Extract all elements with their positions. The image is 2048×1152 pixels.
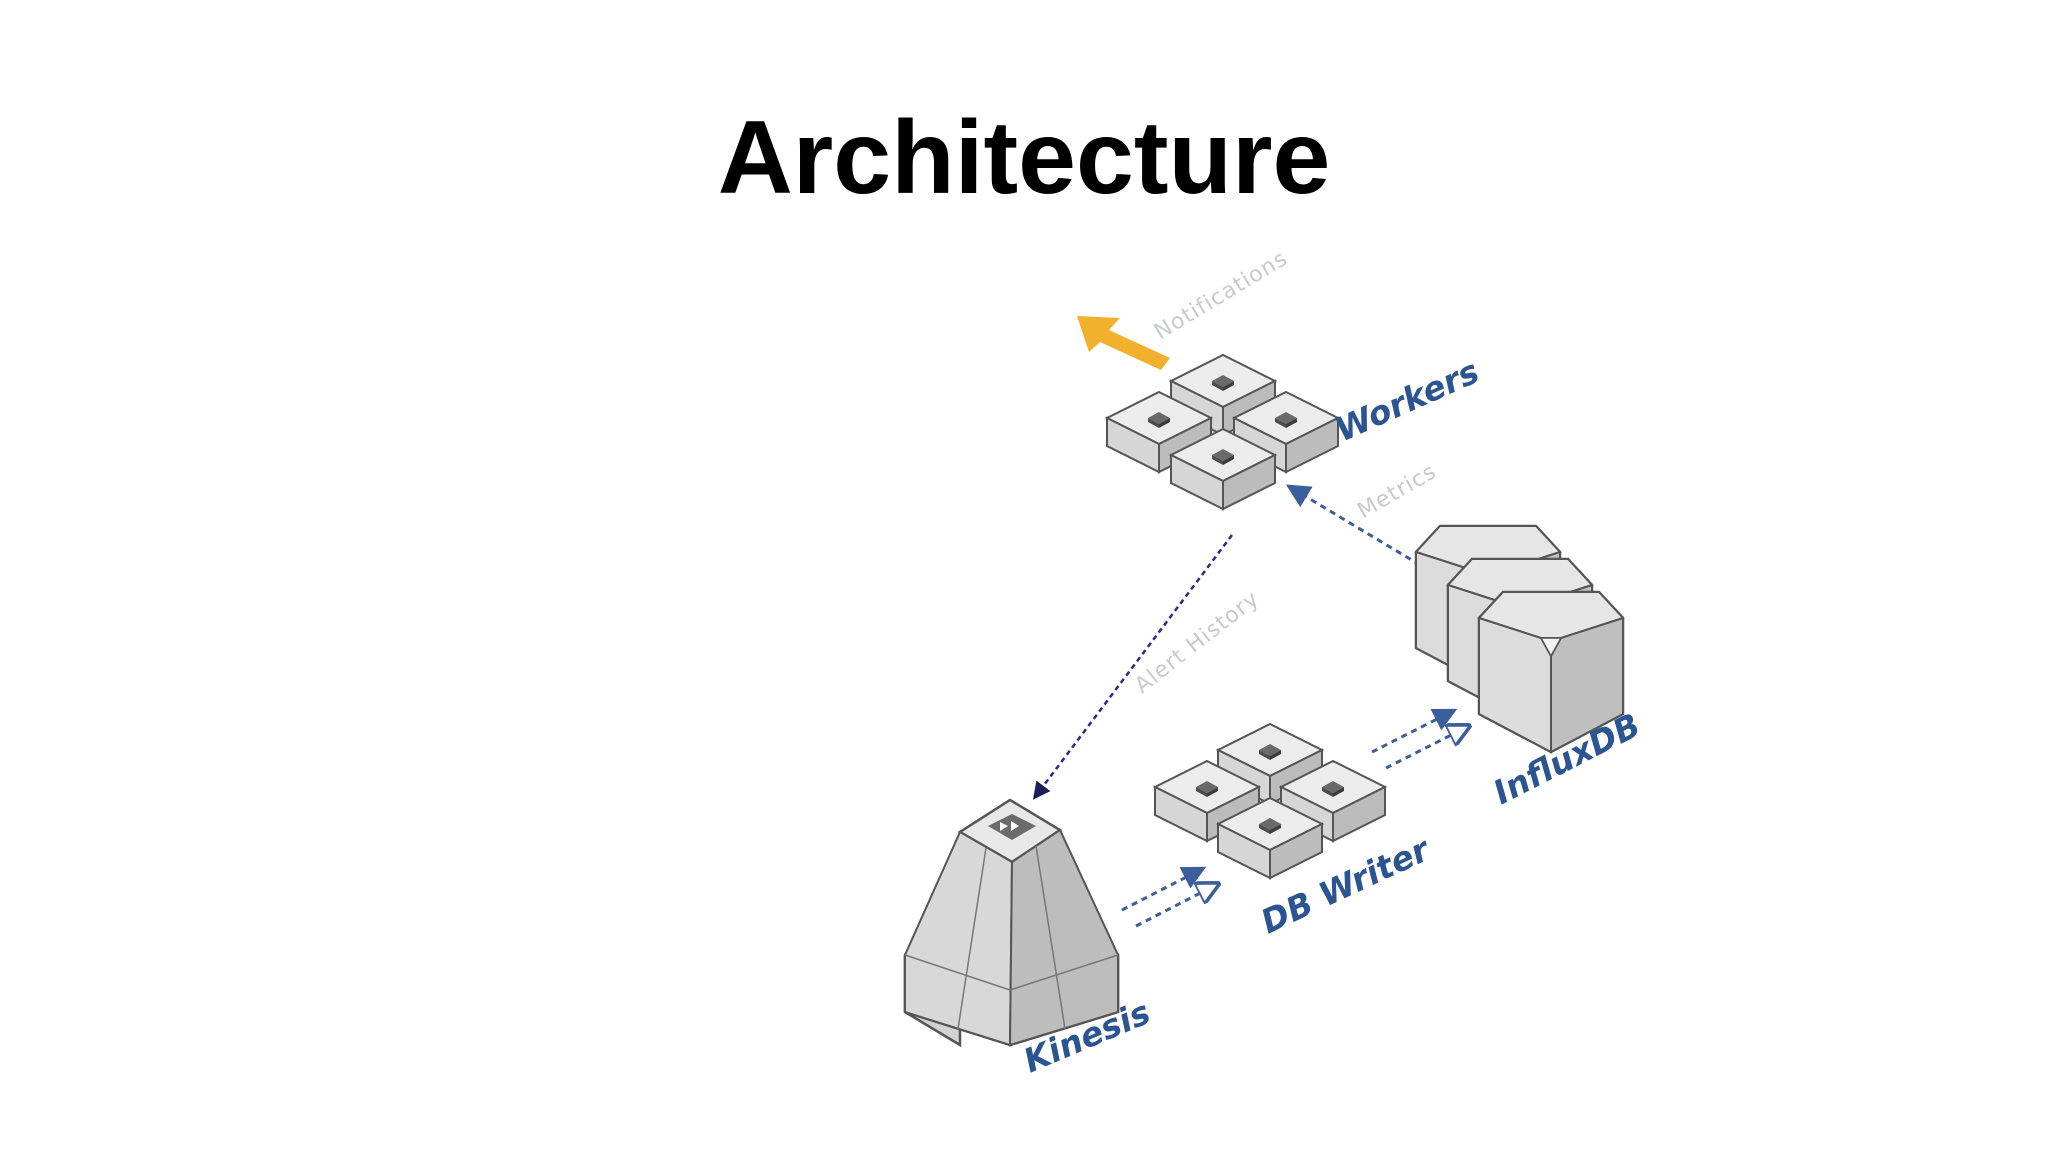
kinesis-to-dbwriter-ack-line [1135,885,1216,928]
kinesis-stream-icon [903,798,1120,1048]
alert-history-flow-label: Alert History [1130,586,1264,698]
dbwriter-to-influxdb-line [1371,708,1458,754]
workers-label: Workers [1329,352,1484,450]
metrics-flow-line [1285,484,1421,567]
slide-title: Architecture [717,100,1331,216]
db-writer-cluster-icon [1154,723,1386,879]
workers-cluster-icon [1106,354,1339,510]
notifications-flow-label: Notifications [1150,246,1292,345]
kinesis-to-dbwriter-line [1121,866,1207,912]
influxdb-database-icon [1414,524,1625,754]
metrics-flow-label: Metrics [1354,459,1442,524]
notification-arrow-icon [1077,316,1170,370]
alert-history-flow-line [1032,534,1233,800]
dbwriter-to-influxdb-ack-line [1385,727,1467,770]
